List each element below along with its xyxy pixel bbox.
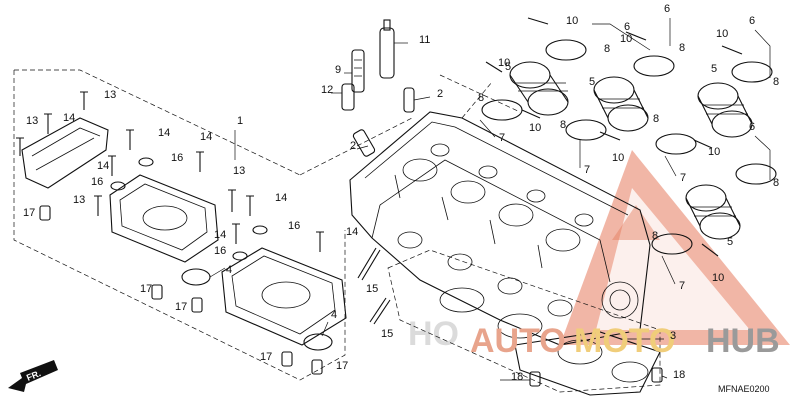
callout-13: 13 <box>233 165 245 177</box>
callout-8: 8 <box>679 42 685 54</box>
callout-5: 5 <box>589 76 595 88</box>
callout-10: 10 <box>708 146 720 158</box>
callout-15: 15 <box>381 328 393 340</box>
callout-4: 4 <box>331 309 337 321</box>
callout-11: 11 <box>419 34 430 46</box>
plug-bolt-12 <box>341 83 355 111</box>
callout-14: 14 <box>97 160 109 172</box>
callout-16: 16 <box>288 220 300 232</box>
spark-plug <box>351 49 365 93</box>
intake-insulators <box>509 61 753 240</box>
callout-14: 14 <box>158 127 170 139</box>
sleeve-11 <box>379 19 395 79</box>
leader-lines <box>209 18 771 381</box>
callout-13: 13 <box>26 115 38 127</box>
callout-17: 17 <box>336 360 348 372</box>
callout-17: 17 <box>175 301 187 313</box>
collar-2 <box>352 87 415 157</box>
callout-6: 6 <box>749 121 755 133</box>
cover-rear <box>221 247 347 346</box>
callout-5: 5 <box>505 61 511 73</box>
callout-6: 6 <box>749 15 755 27</box>
callout-8: 8 <box>773 76 779 88</box>
studs <box>357 247 391 325</box>
callout-12: 12 <box>321 84 333 96</box>
callout-14: 14 <box>63 112 75 124</box>
watermark-word-red: AUTO <box>470 322 566 360</box>
callout-14: 14 <box>275 192 287 204</box>
callout-15: 15 <box>366 283 378 295</box>
dowel-pins <box>529 367 663 387</box>
watermark-word-gold: MOTO <box>574 322 675 360</box>
watermark-wordmark: AUTO MOTO HUB <box>470 322 780 360</box>
front-direction-arrow: FR. <box>8 360 58 392</box>
cylinder-head <box>349 111 651 346</box>
callout-16: 16 <box>214 245 226 257</box>
callout-2: 2 <box>350 140 356 152</box>
callout-18: 18 <box>511 371 523 383</box>
svg-text:HO: HO <box>408 315 459 353</box>
callout-13: 13 <box>73 194 85 206</box>
callout-17: 17 <box>23 207 35 219</box>
callout-10: 10 <box>620 33 632 45</box>
callout-5: 5 <box>727 236 733 248</box>
callout-7: 7 <box>680 172 686 184</box>
watermark-word-grey: HUB <box>706 322 780 360</box>
callout-8: 8 <box>478 92 484 104</box>
callout-14: 14 <box>200 131 212 143</box>
breather-plate <box>21 117 109 189</box>
callout-7: 7 <box>679 280 685 292</box>
o-rings <box>181 268 333 351</box>
head-gasket <box>387 249 661 393</box>
callout-10: 10 <box>498 57 510 69</box>
bolts-and-washers <box>16 91 324 375</box>
assembly-boundaries <box>13 69 521 381</box>
callout-14: 14 <box>214 229 226 241</box>
callout-13: 13 <box>104 89 116 101</box>
callout-3: 3 <box>670 330 676 342</box>
callout-4: 4 <box>226 264 232 276</box>
callout-9: 9 <box>335 64 341 76</box>
callout-10: 10 <box>529 122 541 134</box>
callout-5: 5 <box>711 63 717 75</box>
callout-17: 17 <box>260 351 272 363</box>
callout-8: 8 <box>604 43 610 55</box>
callout-1: 1 <box>237 115 243 127</box>
callout-8: 8 <box>653 113 659 125</box>
callout-10: 10 <box>716 28 728 40</box>
callout-7: 7 <box>584 164 590 176</box>
gasket-3 <box>514 331 661 396</box>
callout-16: 16 <box>91 176 103 188</box>
callout-17: 17 <box>140 283 152 295</box>
callout-16: 16 <box>171 152 183 164</box>
callout-7: 7 <box>499 132 505 144</box>
callout-18: 18 <box>673 369 685 381</box>
callout-8: 8 <box>773 177 779 189</box>
callout-6: 6 <box>664 3 670 15</box>
callout-10: 10 <box>612 152 624 164</box>
diagram-code: MFNAE0200 <box>718 384 770 394</box>
callout-10: 10 <box>566 15 578 27</box>
callout-14: 14 <box>346 226 358 238</box>
clamp-screws <box>485 17 743 257</box>
callout-10: 10 <box>712 272 724 284</box>
callout-6: 6 <box>624 21 630 33</box>
callout-8: 8 <box>652 230 658 242</box>
cover-front <box>109 174 219 263</box>
callout-2: 2 <box>437 88 443 100</box>
callout-8: 8 <box>560 119 566 131</box>
